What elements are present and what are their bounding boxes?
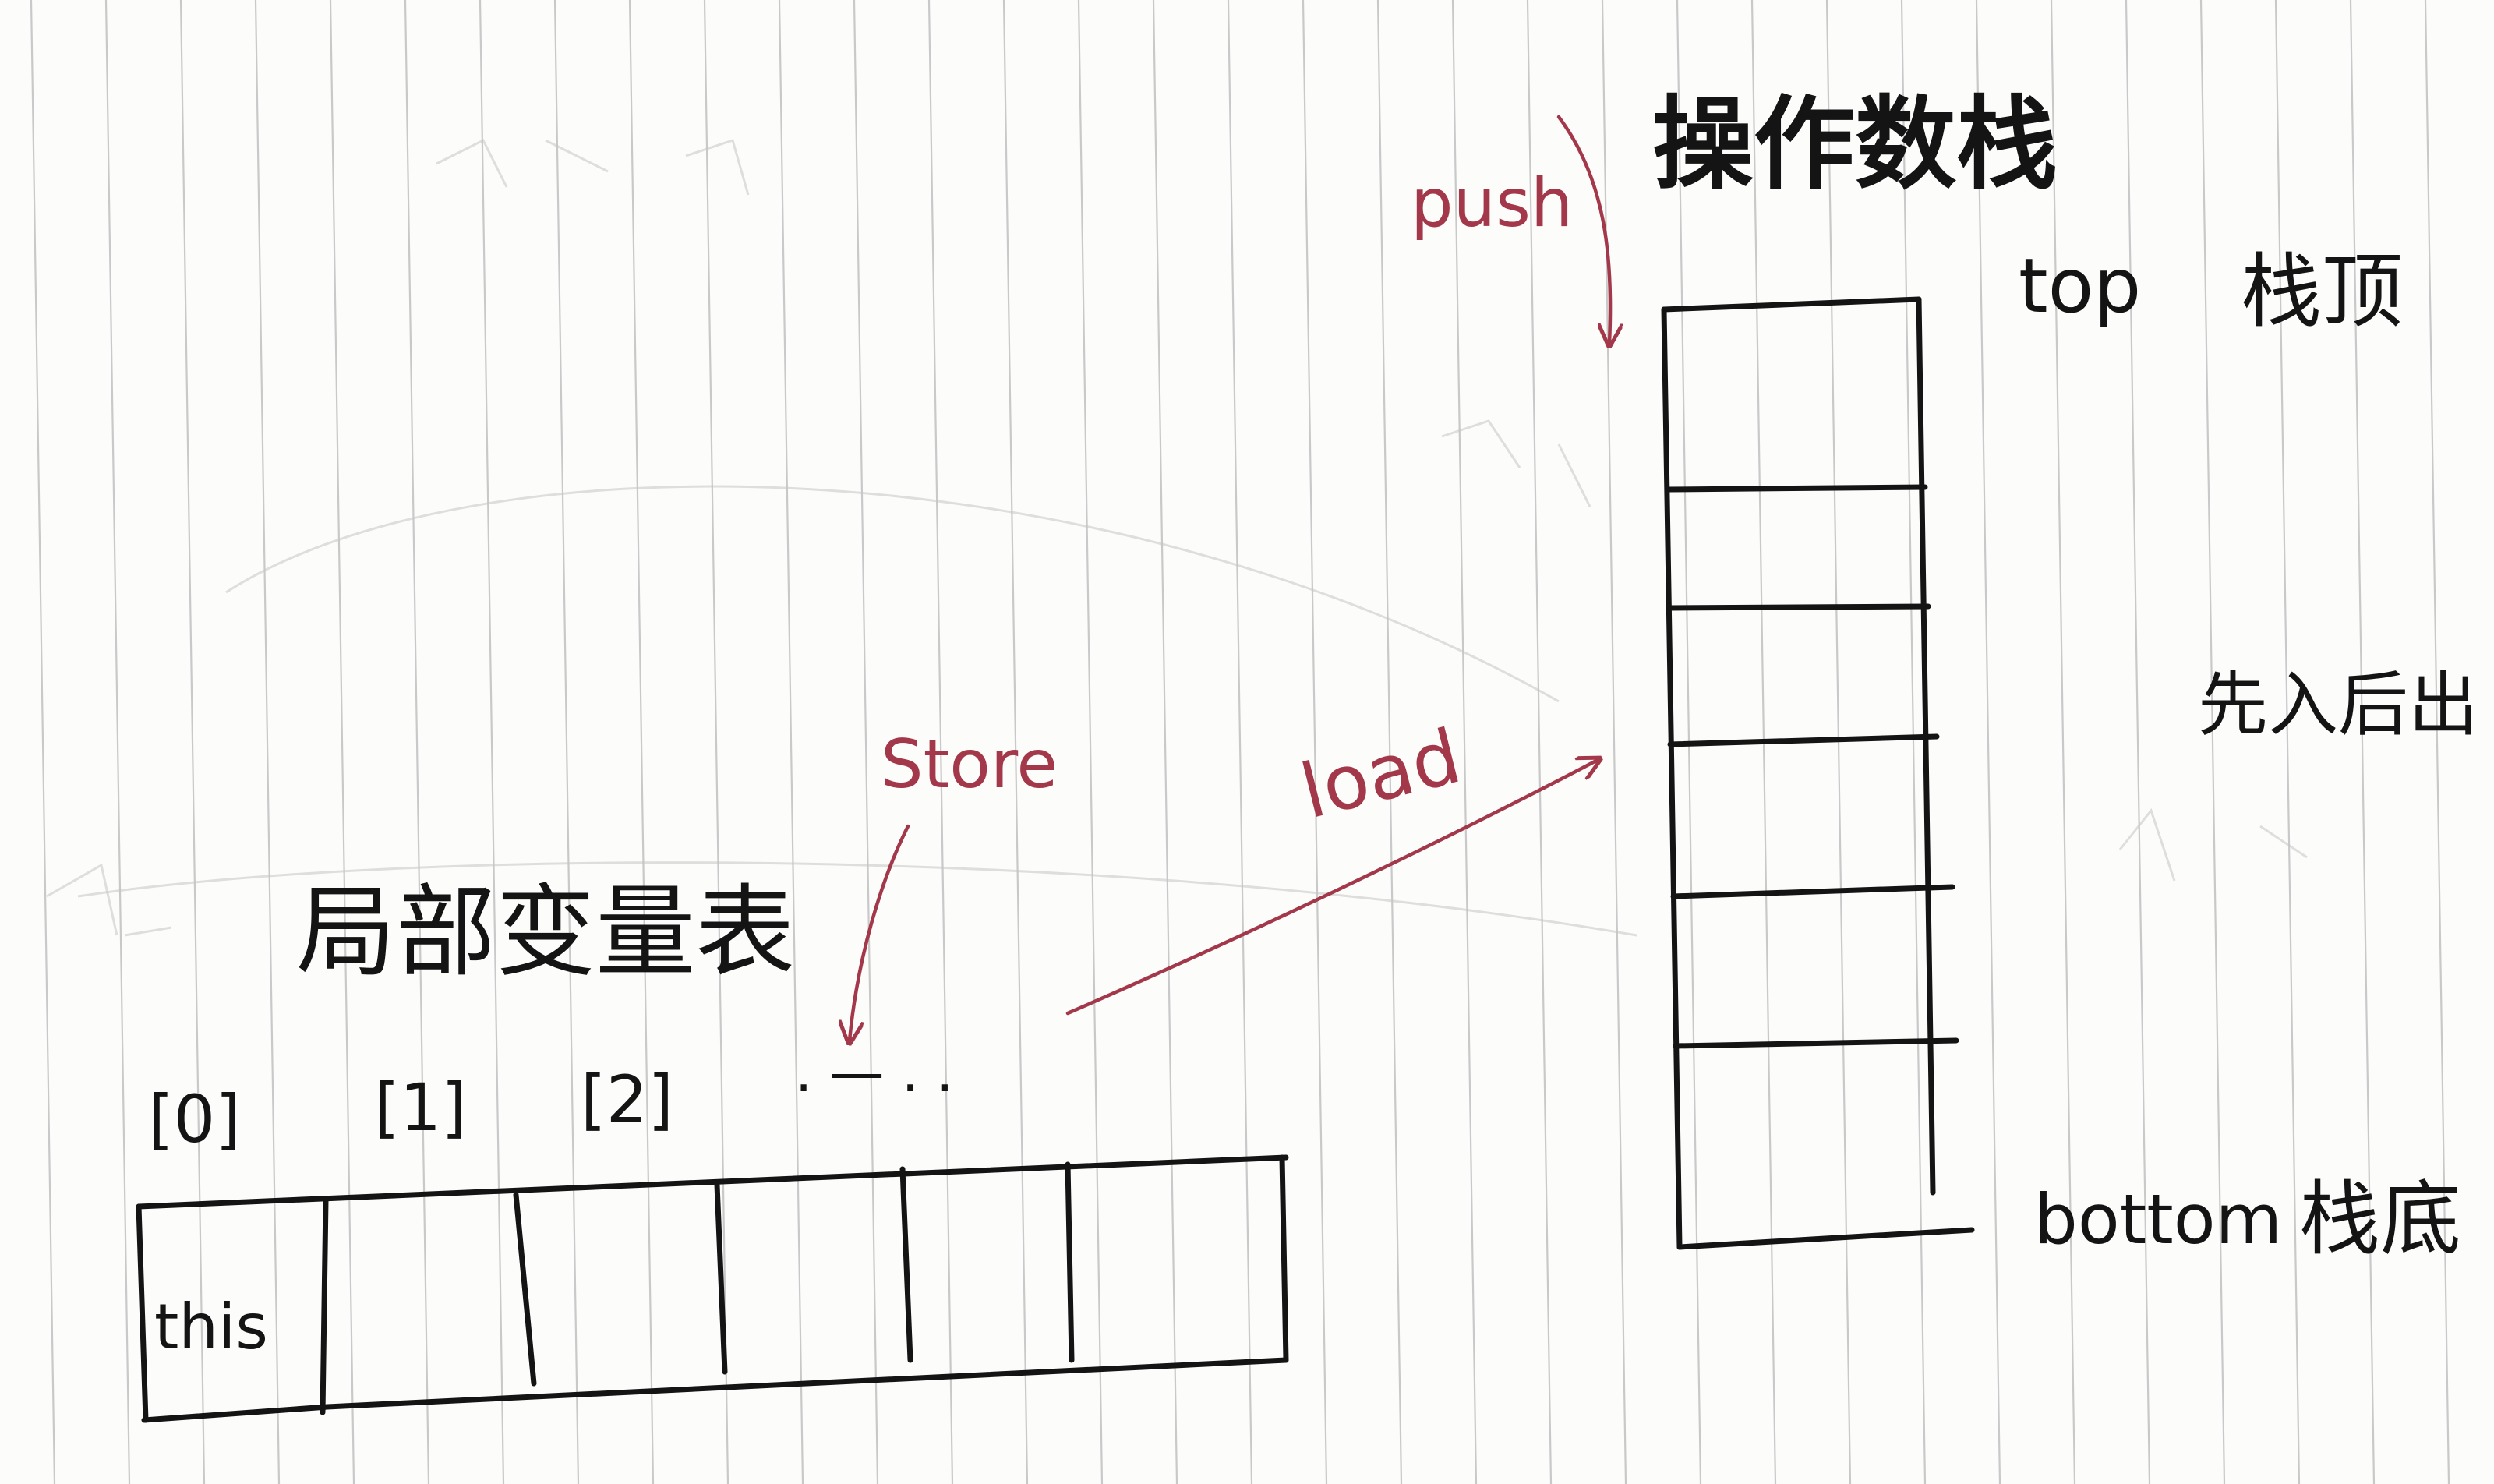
load-arrow-group: load [1065, 712, 1598, 1016]
ruled-line [2050, 0, 2076, 1484]
ruled-line [1002, 0, 1029, 1484]
lvt-cell-divider [714, 1182, 728, 1375]
lvt-index-label: [1] [374, 1069, 467, 1146]
ruled-line [404, 0, 430, 1484]
push-label: push [1411, 164, 1573, 242]
ruled-line [254, 0, 281, 1484]
stack-slot-divider [1665, 484, 1928, 493]
local-variable-table: 局部变量表 [0] [1] [2] . — . . this [136, 874, 1289, 1423]
ruled-line [1975, 0, 2001, 1484]
ruled-line [30, 0, 56, 1484]
operand-stack: 操作数栈 top 栈顶 先入后出 bottom 栈底 [1652, 85, 2478, 1267]
stack-slot-divider [1673, 1037, 1959, 1049]
stack-right-wall [1916, 296, 1936, 1196]
ruled-line [1077, 0, 1104, 1484]
lvt-left-edge [136, 1203, 149, 1423]
stack-top-label: top [2019, 242, 2141, 330]
lvt-bottom-edge [141, 1357, 1289, 1423]
local-var-table-title: 局部变量表 [296, 874, 795, 991]
store-arrow-group: Store [850, 726, 1058, 1041]
stack-bottom-label: bottom [2034, 1179, 2282, 1260]
ruled-line [329, 0, 355, 1484]
ruled-line [778, 0, 804, 1484]
ruled-line [628, 0, 655, 1484]
push-arrow [1556, 115, 1610, 343]
ruled-line [1227, 0, 1253, 1484]
stack-order-note: 先入后出 [2198, 664, 2478, 746]
lvt-index-label: [2] [581, 1062, 673, 1138]
lvt-index-label: [0] [148, 1081, 241, 1157]
store-label: Store [881, 726, 1058, 804]
stack-top-edge [1661, 296, 1922, 313]
ruled-line [1451, 0, 1478, 1484]
stack-bottom-cn-label: 栈底 [2299, 1171, 2461, 1267]
lvt-cell-divider [1065, 1161, 1075, 1363]
stack-bottom-edge [1676, 1227, 1975, 1250]
store-arrow [850, 824, 910, 1041]
lvt-top-edge [136, 1154, 1289, 1210]
ruled-line [1302, 0, 1328, 1484]
stack-top-cn-label: 栈顶 [2241, 244, 2403, 339]
lvt-cell-divider [320, 1197, 329, 1415]
ruled-line [179, 0, 206, 1484]
ruled-line [1900, 0, 1927, 1484]
ruled-line [2349, 0, 2376, 1484]
ruled-line [1601, 0, 1627, 1484]
operand-stack-title: 操作数栈 [1652, 85, 2058, 203]
ruled-line [553, 0, 580, 1484]
ruled-line [2199, 0, 2226, 1484]
lvt-continuation: . — . . [795, 1041, 954, 1104]
ruled-line [703, 0, 729, 1484]
lvt-right-edge [1279, 1154, 1289, 1363]
ruled-line [2424, 0, 2450, 1484]
load-label: load [1292, 712, 1468, 836]
ruled-line [2125, 0, 2151, 1484]
show-through-ghost [46, 138, 2308, 937]
ruled-line [1376, 0, 1403, 1484]
ruled-line [104, 0, 131, 1484]
ruled-line [927, 0, 954, 1484]
ruled-line [1152, 0, 1178, 1484]
ruled-lines [30, 0, 2450, 1484]
ruled-line [853, 0, 879, 1484]
ruled-line [2274, 0, 2301, 1484]
lvt-first-cell-value: this [154, 1291, 268, 1363]
stack-slot-divider [1666, 603, 1931, 611]
lvt-cell-divider [899, 1166, 913, 1363]
load-arrow [1065, 760, 1598, 1016]
ruled-line [1526, 0, 1553, 1484]
ruled-line [479, 0, 505, 1484]
lvt-cell-divider [513, 1192, 537, 1387]
push-arrow-group: push [1411, 115, 1610, 343]
stack-slot-divider [1667, 733, 1940, 747]
stack-slot-divider [1670, 884, 1955, 899]
stack-left-wall [1661, 306, 1683, 1250]
